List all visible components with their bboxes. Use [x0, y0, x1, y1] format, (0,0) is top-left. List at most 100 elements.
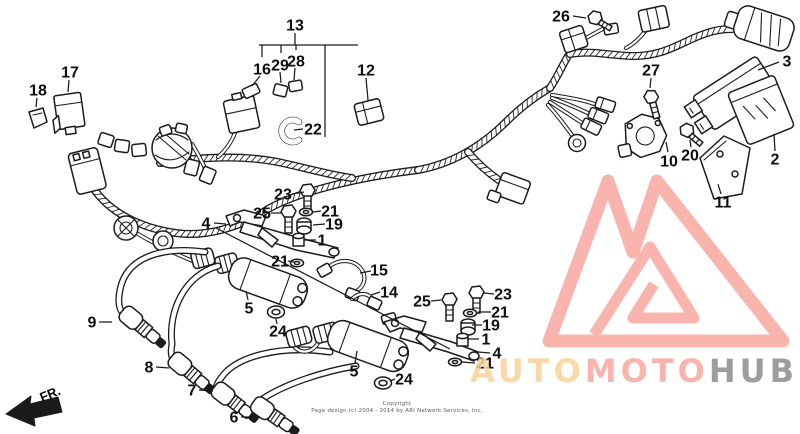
- callout-leader-line: [354, 350, 358, 364]
- bracket-11: [699, 135, 751, 200]
- part-label-6[interactable]: 6: [230, 410, 239, 427]
- callout-leader-line: [279, 71, 282, 84]
- part-label-19[interactable]: 19: [325, 217, 343, 234]
- part-label-26[interactable]: 26: [552, 9, 570, 26]
- branch-connector: [486, 172, 532, 205]
- part-label-3[interactable]: 3: [783, 54, 792, 71]
- grommet-24-right: [373, 376, 393, 390]
- top-connector-cluster: [558, 4, 670, 54]
- part-label-4[interactable]: 4: [202, 216, 211, 233]
- washer-21-upper: [298, 207, 314, 217]
- mount-19-lower: [460, 318, 476, 336]
- copyright-notice: Copyright Page design (c) 2004 - 2014 by…: [311, 401, 482, 414]
- part-label-21[interactable]: 21: [271, 254, 289, 271]
- part-label-4[interactable]: 4: [493, 346, 502, 363]
- bracket-4-upper: [225, 209, 340, 259]
- clamp-22: [278, 116, 303, 146]
- watermark: AUTOMOTOHUB: [470, 174, 798, 390]
- callout-leader-line: [198, 389, 214, 392]
- callout-leader-line: [389, 378, 396, 382]
- callout-leader-line: [312, 223, 326, 226]
- callout-leader-line: [572, 15, 587, 19]
- fr-arrow-icon: [5, 395, 63, 427]
- callout-leader-line: [477, 351, 491, 354]
- watermark-brand-text: AUTOMOTOHUB: [470, 352, 798, 390]
- callout-leader-line: [649, 77, 652, 89]
- part-label-29[interactable]: 29: [271, 58, 289, 75]
- part-label-16[interactable]: 16: [253, 62, 271, 79]
- watermark-triangle-spiral: [589, 241, 700, 338]
- part-label-20[interactable]: 20: [681, 148, 699, 165]
- left-connectors: [67, 131, 217, 195]
- harness-branch-connectors: [486, 92, 617, 205]
- part-label-23[interactable]: 23: [274, 187, 292, 204]
- part-label-21[interactable]: 21: [321, 204, 339, 221]
- copyright-line1: Copyright: [383, 401, 412, 407]
- watermark-word-moto: MOTO: [585, 352, 709, 390]
- part-label-27[interactable]: 27: [642, 63, 660, 80]
- callout-leader-line: [461, 361, 476, 364]
- wire-bundle: [151, 122, 193, 169]
- callout-leader-line: [370, 291, 381, 296]
- connector-12: [353, 98, 385, 126]
- part-label-1[interactable]: 1: [482, 332, 491, 349]
- clip-18: [28, 107, 48, 129]
- callout-leader-line: [293, 128, 304, 131]
- part-label-28[interactable]: 28: [287, 54, 305, 71]
- spark-plug-cap-7: [210, 381, 260, 423]
- part-label-9[interactable]: 9: [88, 315, 97, 332]
- part-label-10[interactable]: 10: [660, 154, 678, 171]
- part-label-17[interactable]: 17: [61, 65, 79, 82]
- part-label-25[interactable]: 25: [413, 294, 431, 311]
- fr-direction-arrow: FR.: [5, 383, 63, 427]
- part-label-18[interactable]: 18: [29, 83, 47, 100]
- callout-leader-line: [291, 191, 305, 195]
- callout-leader-line: [35, 97, 38, 108]
- callout-leader-line: [773, 133, 776, 152]
- part-label-14[interactable]: 14: [380, 285, 398, 302]
- part-label-11[interactable]: 11: [715, 195, 732, 212]
- part-label-21[interactable]: 21: [491, 305, 509, 322]
- callout-leader-line: [717, 183, 722, 195]
- part-label-24[interactable]: 24: [269, 324, 287, 341]
- callout-leader-line: [757, 61, 780, 71]
- bolt-20: [679, 122, 704, 147]
- callout-leader-line: [665, 141, 669, 153]
- callout-leader-line: [213, 222, 227, 225]
- bolt-25-lower: [441, 292, 458, 322]
- part-label-7[interactable]: 7: [188, 383, 197, 400]
- part-label-24[interactable]: 24: [395, 372, 413, 389]
- regulator-10: [617, 113, 668, 159]
- part-label-5[interactable]: 5: [245, 301, 254, 318]
- part-label-8[interactable]: 8: [145, 360, 154, 377]
- callout-leader-line: [67, 79, 70, 93]
- ignition-coil-5-left: [227, 257, 309, 309]
- callout-leader-line: [293, 67, 296, 81]
- spark-plug-cap-6: [249, 396, 300, 434]
- ignition-coil-5-right: [326, 319, 410, 373]
- part-label-21[interactable]: 21: [476, 356, 494, 373]
- part-label-25[interactable]: 25: [253, 206, 271, 223]
- spark-plug-cap-9: [118, 305, 167, 349]
- part-label-1[interactable]: 1: [318, 233, 327, 250]
- part-label-19[interactable]: 19: [482, 318, 500, 335]
- washer-21-lower: [462, 308, 478, 318]
- part-label-5[interactable]: 5: [350, 364, 359, 381]
- callout-leader-line: [365, 77, 369, 101]
- part-label-22[interactable]: 22: [304, 122, 322, 139]
- part-label-13[interactable]: 13: [286, 18, 304, 35]
- part-label-15[interactable]: 15: [370, 263, 388, 280]
- watermark-word-auto: AUTO: [470, 352, 585, 390]
- part-label-23[interactable]: 23: [494, 287, 512, 304]
- callout-leader-line: [430, 299, 442, 302]
- callout-leader-line: [245, 290, 249, 301]
- part-label-12[interactable]: 12: [357, 63, 375, 80]
- part-label-2[interactable]: 2: [771, 152, 780, 169]
- watermark-triangle-logo: [542, 174, 790, 348]
- bolt-27: [643, 89, 661, 120]
- callout-group-line: [215, 227, 451, 350]
- callout-leader-line: [251, 75, 261, 87]
- fr-label: FR.: [38, 383, 63, 405]
